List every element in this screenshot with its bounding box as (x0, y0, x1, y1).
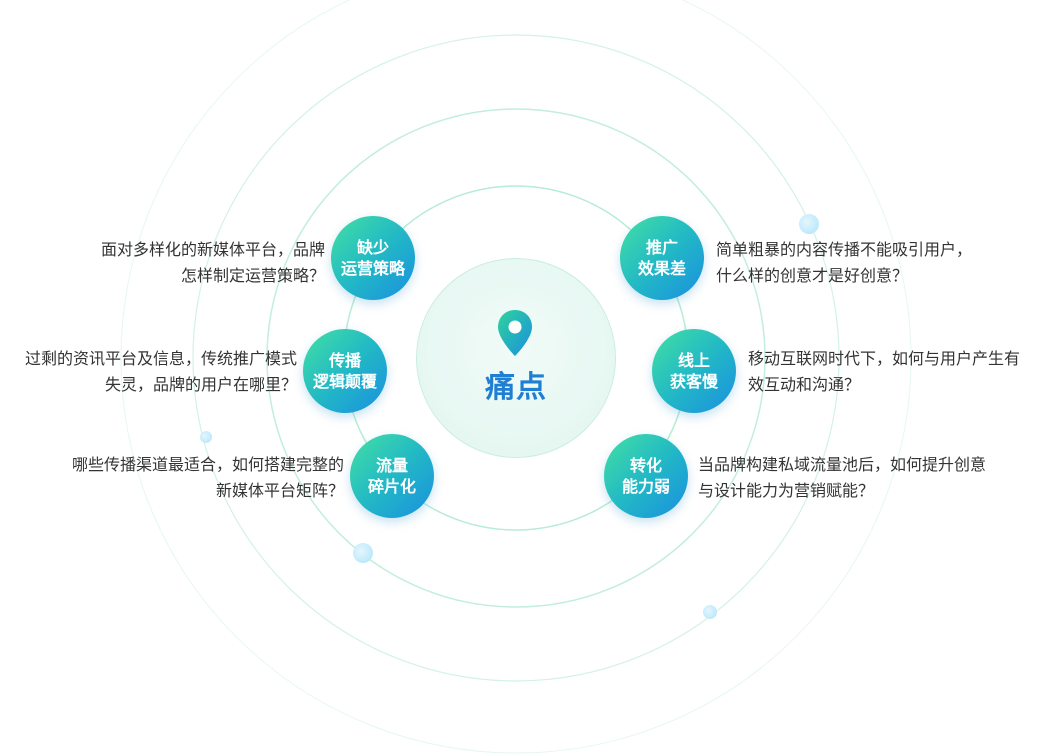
desc-line2: 与设计能力为营销赋能？ (698, 481, 875, 500)
location-pin-icon (498, 310, 532, 356)
desc-line1: 哪些传播渠道最适合，如何搭建完整的 (71, 455, 344, 474)
pain-point-desc-traffic-fragmentation: 哪些传播渠道最适合，如何搭建完整的 新媒体平台矩阵？ (72, 452, 344, 504)
node-title-line2: 逻辑颠覆 (312, 372, 377, 391)
node-title-line2: 碎片化 (367, 477, 416, 496)
pain-point-node-weak-conversion: 转化 能力弱 (604, 434, 688, 518)
pain-point-desc-communication-logic: 过剩的资讯平台及信息，传统推广模式 失灵，品牌的用户在哪里？ (25, 346, 297, 398)
pain-point-node-operation-strategy: 缺少 运营策略 (331, 216, 415, 300)
pain-point-node-traffic-fragmentation: 流量 碎片化 (350, 434, 434, 518)
desc-line1: 当品牌构建私域流量池后，如何提升创意 (698, 455, 987, 474)
pain-point-desc-weak-conversion: 当品牌构建私域流量池后，如何提升创意 与设计能力为营销赋能？ (698, 452, 986, 504)
pain-point-desc-poor-promotion: 简单粗暴的内容传播不能吸引用户， 什么样的创意才是好创意？ (716, 237, 972, 289)
desc-line2: 效互动和沟通？ (748, 375, 861, 394)
node-title-line1: 推广 (645, 238, 678, 257)
center-title: 痛点 (485, 370, 547, 405)
decorative-bubble (200, 431, 212, 443)
desc-line1: 面对多样化的新媒体平台，品牌 (100, 240, 325, 259)
desc-line1: 移动互联网时代下，如何与用户产生有 (748, 349, 1021, 368)
desc-line2: 失灵，品牌的用户在哪里？ (104, 375, 297, 394)
pain-point-node-communication-logic: 传播 逻辑颠覆 (303, 329, 387, 413)
node-title-line2: 获客慢 (669, 372, 718, 391)
node-title-line2: 效果差 (637, 259, 686, 278)
desc-line2: 新媒体平台矩阵？ (215, 481, 344, 500)
pain-point-node-slow-acquisition: 线上 获客慢 (652, 329, 736, 413)
decorative-bubble (799, 214, 819, 234)
node-title-line1: 转化 (629, 456, 662, 475)
node-title-line1: 传播 (328, 351, 361, 370)
node-title-line2: 运营策略 (340, 259, 405, 278)
desc-line2: 怎样制定运营策略？ (180, 266, 325, 285)
node-title-line1: 线上 (677, 351, 710, 370)
node-title-line1: 流量 (375, 456, 408, 475)
pain-point-desc-operation-strategy: 面对多样化的新媒体平台，品牌 怎样制定运营策略？ (101, 237, 325, 289)
decorative-bubble (353, 543, 373, 563)
desc-line1: 简单粗暴的内容传播不能吸引用户， (716, 240, 973, 259)
center-circle (416, 258, 616, 458)
decorative-bubble (703, 605, 717, 619)
node-title-line1: 缺少 (356, 238, 389, 257)
desc-line2: 什么样的创意才是好创意？ (716, 266, 909, 285)
desc-line1: 过剩的资讯平台及信息，传统推广模式 (24, 349, 297, 368)
pain-point-node-poor-promotion: 推广 效果差 (620, 216, 704, 300)
node-title-line2: 能力弱 (621, 477, 670, 496)
pain-point-desc-slow-acquisition: 移动互联网时代下，如何与用户产生有 效互动和沟通？ (748, 346, 1020, 398)
